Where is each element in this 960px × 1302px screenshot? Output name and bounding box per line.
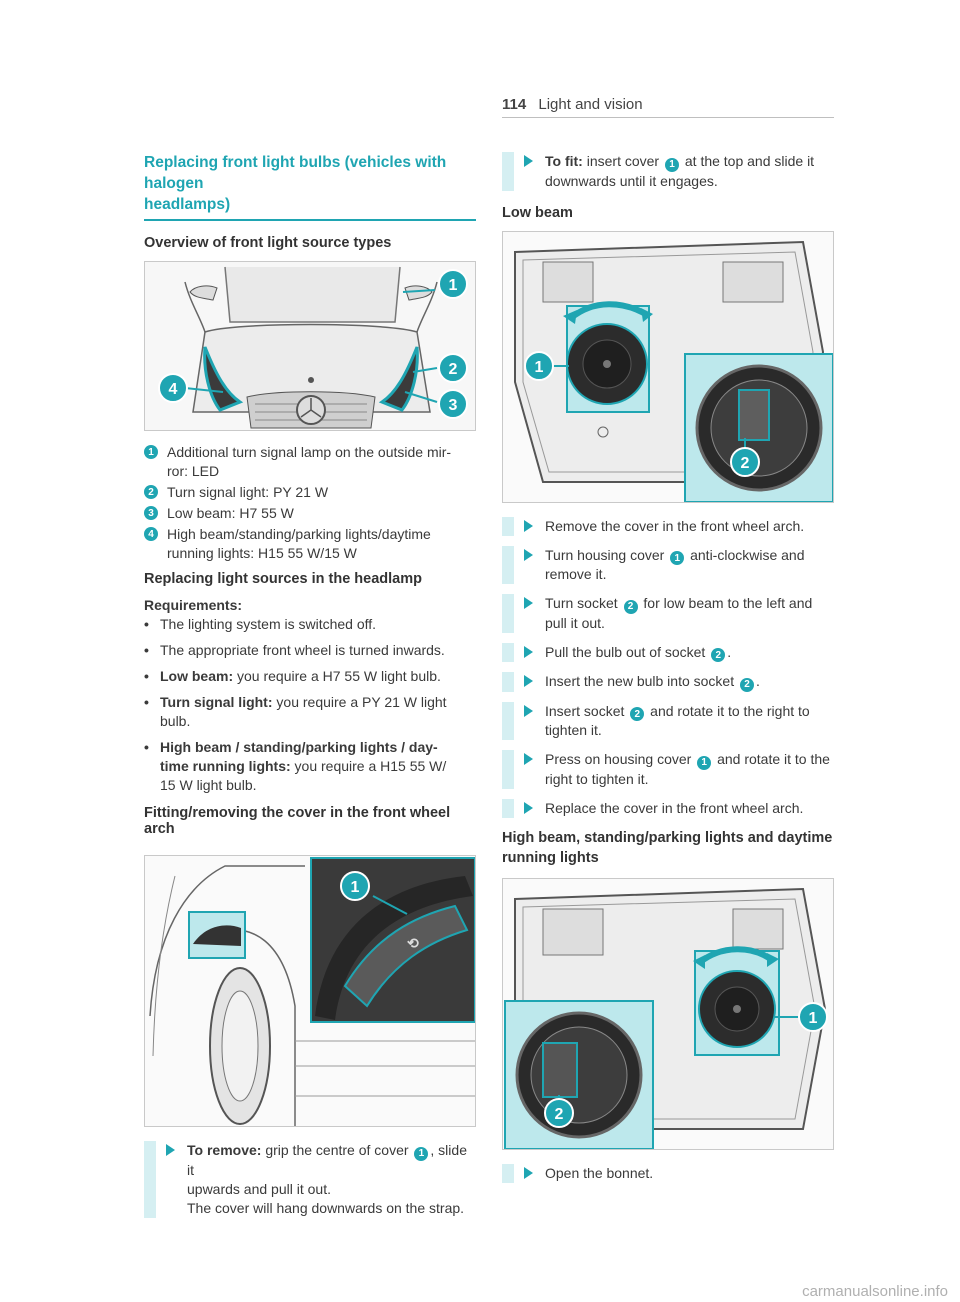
high-beam-title: High beam, standing/parking lights and d… [502,829,833,866]
legend-text: Low beam: H7 55 W [167,505,294,521]
legend-item: 1 Additional turn signal lamp on the out… [144,443,476,481]
high-beam-figure: 1 2 [502,877,834,1150]
watermark: carmanualsonline.info [802,1283,948,1300]
arrow-icon [524,548,533,561]
number-badge: 2 [144,485,158,499]
instruction-step: Insert socket 2 and rotate it to the rig… [502,701,834,740]
svg-text:⟲: ⟲ [407,935,419,951]
section-title-line2: headlamps) [144,196,231,213]
legend-item: 2 Turn signal light: PY 21 W [144,483,476,502]
section-title: Replacing front light bulbs (vehicles wi… [144,152,476,221]
low-beam-title: Low beam [502,204,573,221]
number-badge: 1 [664,157,679,172]
legend-text: Additional turn signal lamp on the outsi… [167,444,452,460]
svg-text:1: 1 [809,1010,818,1027]
instruction-step: Replace the cover in the front wheel arc… [502,798,834,818]
callout-1: 1 [524,350,554,381]
list-item: •Low beam: you require a H7 55 W light b… [144,668,441,684]
arrow-icon [524,801,533,814]
callout-2: 2 [730,446,760,477]
vehicle-front-figure: 1 2 3 4 [144,261,476,431]
wheel-arch-illustration: ⟲ 1 [145,856,475,1126]
legend-text: running lights: H15 55 W/15 W [167,545,357,561]
number-badge: 1 [414,1146,429,1161]
instruction-step: Remove the cover in the front wheel arch… [502,516,834,536]
instruction-step: Pull the bulb out of socket 2. [502,642,834,662]
callout-1: 1 [438,269,468,299]
svg-text:2: 2 [449,361,458,378]
svg-text:4: 4 [169,381,178,398]
list-item: •The lighting system is switched off. [144,616,377,632]
replacing-title: Replacing light sources in the headlamp [144,571,422,587]
page-header: 114 Light and vision [502,96,834,118]
arrow-icon [524,704,533,717]
arrow-icon [524,155,533,167]
right-column: To fit: insert cover 1 at the top and sl… [502,152,834,1193]
arrow-icon [524,1166,533,1179]
callout-3: 3 [438,389,468,419]
arrow-icon [524,675,533,687]
callout-1: 1 [340,871,370,901]
number-badge: 1 [697,755,712,770]
section-name: Light and vision [538,96,643,113]
number-badge: 2 [623,599,638,614]
number-badge: 1 [144,445,158,459]
legend-item: 3 Low beam: H7 55 W [144,504,476,523]
legend-item: 4 High beam/standing/parking lights/dayt… [144,525,476,563]
callout-2: 2 [544,1097,574,1128]
low-beam-figure: 1 2 [502,230,834,503]
section-title-line1: Replacing front light bulbs (vehicles wi… [144,154,447,192]
svg-text:3: 3 [449,397,458,414]
final-step: Open the bonnet. [502,1163,834,1183]
list-item: •The appropriate front wheel is turned i… [144,642,445,658]
callout-2: 2 [438,353,468,383]
svg-text:2: 2 [555,1106,564,1123]
low-beam-steps: Remove the cover in the front wheel arch… [502,516,834,818]
svg-text:1: 1 [535,359,544,376]
fit-step: To fit: insert cover 1 at the top and sl… [502,152,834,191]
instruction-step: Turn socket 2 for low beam to the left a… [502,594,834,633]
callout-4: 4 [158,373,188,403]
arrow-icon [524,519,533,532]
instruction-step: Press on housing cover 1 and rotate it t… [502,750,834,789]
number-badge: 2 [740,677,754,692]
instruction-step: Insert the new bulb into socket 2. [502,672,834,692]
arrow-icon [524,645,533,658]
svg-text:1: 1 [351,879,360,896]
arrow-icon [166,1144,175,1156]
high-beam-illustration: 1 2 [503,878,833,1149]
list-item: •Turn signal light: you require a PY 21 … [144,694,447,729]
legend-text: ror: LED [167,463,220,479]
vehicle-front-illustration: 1 2 3 4 [145,262,475,430]
arrow-icon [524,597,533,609]
fitting-title: Fitting/removing the cover in the front … [144,805,451,837]
light-source-legend: 1 Additional turn signal lamp on the out… [144,443,476,563]
left-column: Replacing front light bulbs (vehicles wi… [144,152,476,1228]
wheel-arch-figure: ⟲ 1 [144,855,476,1127]
callout-1: 1 [798,1001,828,1032]
legend-text: High beam/standing/parking lights/daytim… [167,526,431,542]
arrow-icon [524,753,533,765]
page-number: 114 [502,96,527,113]
list-item: •High beam / standing/parking lights / d… [144,739,447,793]
remove-step: To remove: grip the centre of cover 1, s… [144,1141,476,1218]
requirements-list: •The lighting system is switched off. •T… [144,615,476,795]
number-badge: 1 [670,551,685,565]
svg-text:1: 1 [449,277,458,294]
number-badge: 3 [144,506,158,520]
svg-text:2: 2 [741,455,750,472]
number-badge: 4 [144,527,158,541]
low-beam-illustration: 1 2 [503,231,833,502]
number-badge: 2 [630,707,645,721]
overview-title: Overview of front light source types [144,235,392,251]
number-badge: 2 [711,648,726,662]
legend-text: Turn signal light: PY 21 W [167,484,329,500]
requirements-label: Requirements: [144,597,243,613]
